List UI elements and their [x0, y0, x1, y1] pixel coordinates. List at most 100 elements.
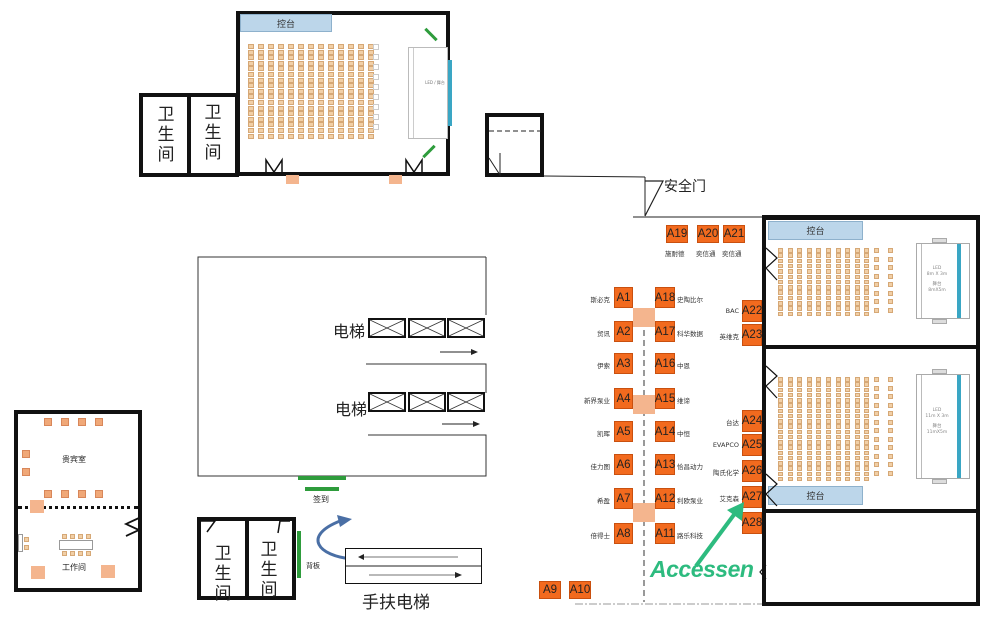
- booth-a13[interactable]: A13: [655, 454, 675, 475]
- seat: [816, 434, 822, 440]
- exhibitor-label: 利欧泵业: [677, 497, 703, 505]
- seat: [787, 398, 793, 403]
- seat: [826, 248, 831, 253]
- seat: [854, 471, 860, 476]
- seat: [778, 476, 783, 482]
- booth-a21[interactable]: A21: [723, 225, 745, 243]
- seat: [806, 248, 812, 253]
- booth-a17[interactable]: A17: [655, 321, 675, 342]
- seat: [328, 83, 334, 89]
- booth-a25[interactable]: A25: [742, 434, 762, 456]
- booth-a1[interactable]: A1: [614, 287, 633, 308]
- seat: [826, 263, 831, 269]
- booth-a20[interactable]: A20: [697, 225, 719, 243]
- seat: [845, 434, 851, 440]
- seat: [826, 258, 831, 264]
- seat: [298, 72, 304, 77]
- booth-a26[interactable]: A26: [742, 460, 762, 482]
- booth-a15[interactable]: A15: [655, 388, 675, 409]
- exhibitor-label: 施耐德: [665, 250, 685, 258]
- seat: [816, 311, 822, 317]
- seat: [778, 403, 783, 408]
- seat: [338, 122, 344, 128]
- booth-a27[interactable]: A27: [742, 486, 762, 508]
- seat: [864, 419, 870, 424]
- booth-a18[interactable]: A18: [655, 287, 675, 308]
- escalator-label: 手扶电梯: [362, 593, 430, 613]
- restroom-label: 卫生间: [204, 103, 222, 163]
- booth-a14[interactable]: A14: [655, 421, 675, 442]
- top-hall-stage-label: LED / 舞台: [425, 80, 445, 85]
- booth-a8[interactable]: A8: [614, 523, 633, 544]
- seat: [864, 253, 870, 258]
- seat: [845, 424, 851, 429]
- seat: [308, 122, 314, 128]
- exhibitor-label: 台达: [726, 419, 739, 427]
- seat: [288, 94, 294, 100]
- seat: [778, 311, 783, 317]
- seat: [826, 466, 831, 471]
- seat: [854, 263, 860, 269]
- seat: [328, 122, 334, 128]
- exhibitor-label: 维谛: [677, 397, 690, 405]
- seat: [854, 434, 860, 440]
- seat: [888, 282, 893, 287]
- seat: [787, 466, 793, 471]
- seat: [288, 44, 294, 49]
- seat: [845, 301, 851, 306]
- seat: [845, 263, 851, 269]
- booth-a22[interactable]: A22: [742, 300, 762, 322]
- seat: [258, 105, 264, 111]
- seat: [826, 419, 831, 424]
- seat: [248, 88, 254, 94]
- seat: [816, 403, 822, 408]
- booth-a2[interactable]: A2: [614, 321, 633, 342]
- seat: [288, 128, 294, 133]
- booth-a28[interactable]: A28: [742, 512, 762, 534]
- booth-a3[interactable]: A3: [614, 353, 633, 374]
- seat: [797, 377, 803, 382]
- booth-a5[interactable]: A5: [614, 421, 633, 442]
- seat: [258, 60, 264, 66]
- seat: [826, 392, 831, 398]
- seat: [778, 382, 783, 387]
- exhibitor-label: 中恩: [677, 362, 690, 370]
- seat: [348, 60, 354, 66]
- booth-a11[interactable]: A11: [655, 523, 675, 544]
- seat: [298, 100, 304, 105]
- seat: [835, 248, 841, 253]
- seat: [278, 49, 284, 55]
- seat: [358, 66, 364, 72]
- chair: [44, 418, 52, 426]
- seat: [258, 111, 264, 117]
- exhibitor-label: 伊索: [597, 362, 610, 370]
- seat: [787, 258, 793, 264]
- seat: [348, 116, 354, 122]
- booth-a10[interactable]: A10: [569, 581, 591, 599]
- restroom-label: 卫生间: [260, 540, 278, 600]
- booth-a16[interactable]: A16: [655, 353, 675, 374]
- booth-a4[interactable]: A4: [614, 388, 633, 409]
- seat: [816, 285, 822, 290]
- seat: [797, 263, 803, 269]
- booth-a7[interactable]: A7: [614, 488, 633, 509]
- seat: [278, 83, 284, 89]
- seat: [797, 440, 803, 445]
- seat: [797, 413, 803, 419]
- seat: [787, 387, 793, 392]
- seat: [787, 434, 793, 440]
- booth-a19[interactable]: A19: [666, 225, 688, 243]
- seat: [348, 66, 354, 72]
- booth-a12[interactable]: A12: [655, 488, 675, 509]
- seat: [826, 450, 831, 455]
- booth-a6[interactable]: A6: [614, 454, 633, 475]
- seat: [268, 66, 274, 72]
- seat: [268, 133, 274, 139]
- seat: [268, 128, 274, 133]
- seat: [278, 133, 284, 139]
- seat: [358, 44, 364, 49]
- booth-a24[interactable]: A24: [742, 410, 762, 432]
- booth-a23[interactable]: A23: [742, 324, 762, 346]
- seat: [358, 105, 364, 111]
- booth-a9[interactable]: A9: [539, 581, 561, 599]
